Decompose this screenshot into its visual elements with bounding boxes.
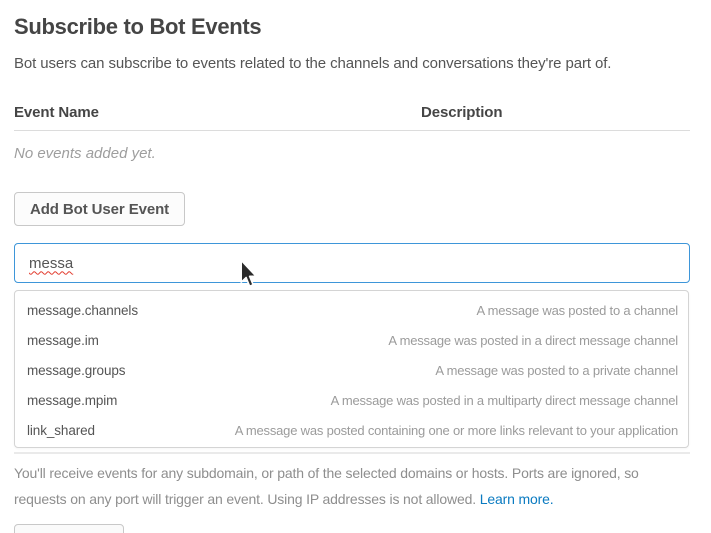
suggestion-name: message.mpim <box>27 392 118 408</box>
footer-note: You'll receive events for any subdomain,… <box>14 460 639 512</box>
page-subtitle: Bot users can subscribe to events relate… <box>14 55 612 72</box>
suggestion-link-shared[interactable]: link_shared A message was posted contain… <box>15 415 688 445</box>
footer-note-line1: You'll receive events for any subdomain,… <box>14 465 639 481</box>
table-header-divider <box>14 130 690 131</box>
suggestion-description: A message was posted in a multiparty dir… <box>330 392 679 408</box>
event-search-input-value: messa <box>29 254 74 272</box>
partial-bottom-button[interactable] <box>14 524 124 533</box>
page-title: Subscribe to Bot Events <box>14 14 262 39</box>
learn-more-link[interactable]: Learn more. <box>479 491 554 507</box>
footer-note-line2: requests on any port will trigger an eve… <box>14 491 554 507</box>
suggestion-description: A message was posted to a channel <box>476 302 678 318</box>
suggestion-name: link_shared <box>27 422 95 438</box>
suggestion-message-channels[interactable]: message.channels A message was posted to… <box>15 295 688 325</box>
suggestion-description: A message was posted in a direct message… <box>388 332 678 348</box>
column-header-description: Description <box>421 104 503 121</box>
empty-state-message: No events added yet. <box>14 145 156 162</box>
suggestion-message-groups[interactable]: message.groups A message was posted to a… <box>15 355 688 385</box>
event-search-input[interactable]: messa <box>14 243 690 283</box>
add-bot-user-event-button[interactable]: Add Bot User Event <box>14 192 186 226</box>
suggestion-description: A message was posted to a private channe… <box>435 362 678 378</box>
suggestion-name: message.groups <box>27 362 126 378</box>
event-suggestions-dropdown: message.channels A message was posted to… <box>14 290 689 448</box>
suggestion-message-mpim[interactable]: message.mpim A message was posted in a m… <box>15 385 688 415</box>
suggestion-name: message.channels <box>27 302 138 318</box>
suggestion-name: message.im <box>27 332 99 348</box>
column-header-event-name: Event Name <box>14 104 99 121</box>
section-divider <box>14 452 690 454</box>
suggestion-message-im[interactable]: message.im A message was posted in a dir… <box>15 325 688 355</box>
suggestion-description: A message was posted containing one or m… <box>234 422 678 438</box>
